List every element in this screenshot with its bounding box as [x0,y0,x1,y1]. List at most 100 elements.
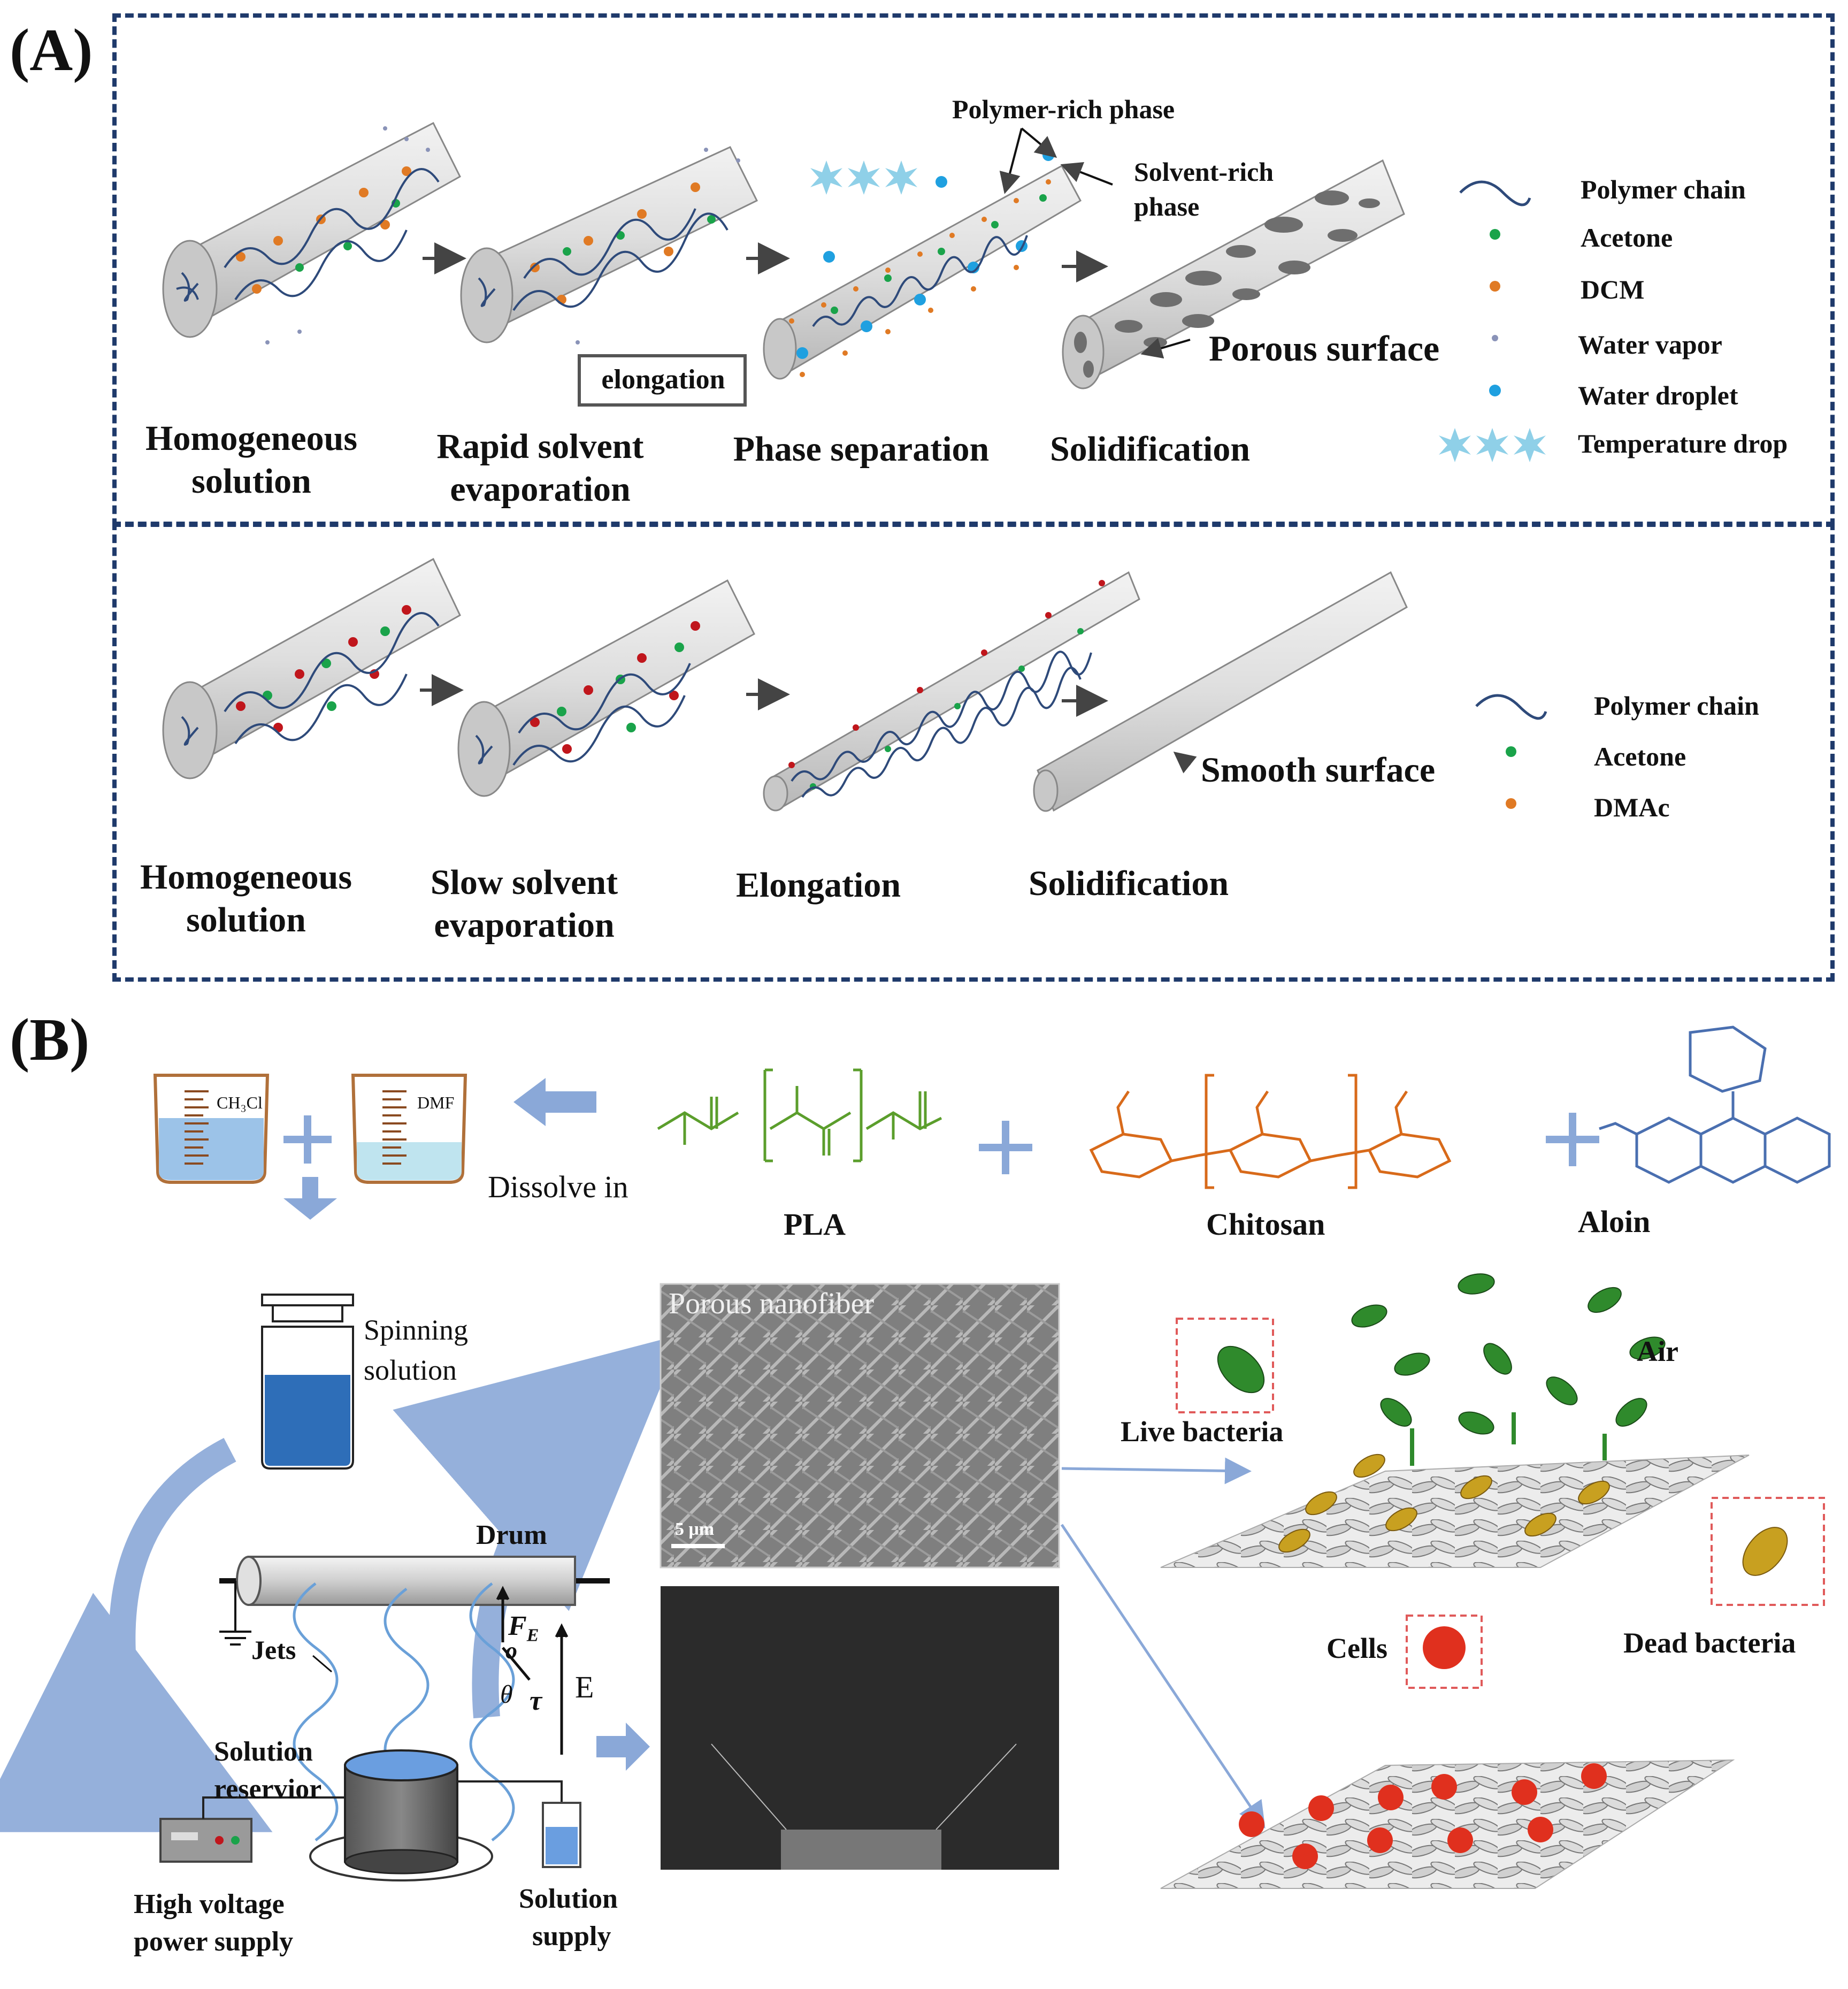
supply-label-2: supply [532,1921,611,1952]
solvent-rich-label-2: phase [1134,192,1200,221]
drum-label: Drum [476,1520,547,1550]
panel-a-illustration [162,121,1547,812]
process-arrows-row1 [423,242,1108,282]
cylinder-elongation [763,571,1140,812]
legend1-polymer-chain: Polymer chain [1581,174,1746,204]
legend2-icons [1475,694,1547,809]
panel-a-label: (A) [10,17,93,83]
elongation-label: elongation [601,364,725,395]
beaker2-label: DMF [417,1093,455,1112]
water-vapor-icon [1492,335,1498,341]
chitosan-structure [1089,1074,1452,1189]
stage-solidification-1: Solidification [1049,430,1251,469]
reservoir-label-1: Solution [214,1736,313,1767]
solvent-rich-label-1: Solvent-rich [1134,157,1274,187]
hv-label-2: power supply [134,1926,294,1957]
legend1-temperature-drop: Temperature drop [1578,429,1788,458]
cylinder-homogeneous-1 [162,121,461,338]
dead-bacteria-icons [1278,1454,1788,1576]
theta-label: θ [500,1680,513,1709]
fe-label: FE [508,1611,539,1646]
cylinder-rapid-evap [460,146,758,343]
tau-label: τ [530,1686,542,1716]
legend2-dmac: DMAc [1594,792,1670,822]
plus-icon-2 [979,1121,1032,1174]
stage-elongation: Elongation [735,866,901,905]
dead-bacteria-label: Dead bacteria [1623,1627,1796,1659]
pla-label: PLA [784,1207,846,1242]
dcm-icon [1490,281,1500,292]
cylinder-phase-separation [763,164,1082,380]
live-bacteria-label: Live bacteria [1121,1416,1284,1448]
cells-label: Cells [1326,1632,1387,1664]
legend2-polymer-chain: Polymer chain [1594,691,1759,721]
stage-homogeneous-2: Homogeneous solution [140,858,352,939]
legend1-icons [1439,180,1546,462]
legend2-acetone: Acetone [1594,741,1686,771]
pla-structure [657,1068,942,1162]
dissolve-arrow [513,1078,596,1126]
elongation-box [578,354,747,407]
legend1-acetone: Acetone [1581,223,1673,253]
cylinder-homogeneous-2 [162,557,461,779]
chitosan-label: Chitosan [1206,1207,1325,1242]
hv-label-1: High voltage [134,1889,285,1919]
porous-nanofiber-label: Porous nanofiber [669,1287,875,1320]
o-label: o [505,1638,517,1664]
sem-image [660,1283,1060,1569]
beaker-dmf [351,1074,467,1184]
plus-icon-1 [283,1115,332,1164]
bacteria-mesh [1160,1455,1750,1568]
supply-label-1: Solution [519,1884,618,1914]
stage-slow-evap: Slow solvent evaporation [430,863,618,945]
acetone-icon [1490,229,1500,240]
solution-reservoir [309,1749,493,1881]
beaker-ch3cl [153,1074,270,1184]
down-arrow [283,1177,337,1220]
acetone-icon-2 [1506,746,1516,757]
polymer-chain-icon [1459,180,1531,206]
cylinder-smooth [1033,571,1408,812]
high-voltage-supply [159,1796,345,1863]
beaker1-label: CH₃Cl [217,1093,263,1112]
reservoir-label-2: reservior [214,1774,322,1804]
right-arrow [596,1723,650,1771]
live-bacteria-icons [1217,1273,1666,1435]
spinning-label-1: Spinning [364,1314,469,1346]
panel-b-label: (B) [10,1007,90,1073]
jet-photo [661,1586,1059,1870]
cell-icons [1239,1626,1607,1869]
curved-arrow-left [0,1437,273,1832]
legend1-water-vapor: Water vapor [1578,330,1722,359]
stage-solidification-2: Solidification [1028,864,1229,903]
live-bacteria-zoom-box [1176,1318,1274,1413]
jets-label: Jets [251,1635,296,1665]
dead-bacteria-zoom-box [1711,1497,1825,1606]
aloin-label: Aloin [1578,1204,1651,1239]
scale-bar-label: 5 μm [675,1519,715,1539]
stage-homogeneous-1: Homogeneous solution [145,419,357,501]
polymer-chain-icon-2 [1475,694,1547,720]
stage-rapid-evap: Rapid solvent evaporation [436,427,644,509]
porous-surface-label: Porous surface [1209,328,1440,369]
water-droplet-icon [1489,385,1501,396]
aloin-structure [1599,1026,1831,1184]
drum [219,1556,610,1646]
air-label: Air [1637,1335,1678,1367]
stage-phase-separation: Phase separation [733,430,990,469]
spinning-label-2: solution [364,1354,457,1386]
solution-supply [457,1780,581,1868]
temperature-drop-legend-icon [1439,428,1546,462]
panel-a-bottom-frame [112,522,1835,982]
legend1-dcm: DCM [1581,274,1645,304]
cell-zoom-box [1406,1615,1483,1689]
cylinder-slow-evap [457,579,755,797]
process-arrows-row2 [420,674,1108,717]
dmac-icon [1506,798,1516,809]
legend1-water-droplet: Water droplet [1578,380,1738,410]
temperature-drop-icon [810,160,917,195]
polymer-rich-label: Polymer-rich phase [952,94,1175,124]
panel-b-illustration [0,1026,1831,1889]
dissolve-in-label: Dissolve in [488,1169,628,1204]
e-field-label: E [575,1670,594,1704]
